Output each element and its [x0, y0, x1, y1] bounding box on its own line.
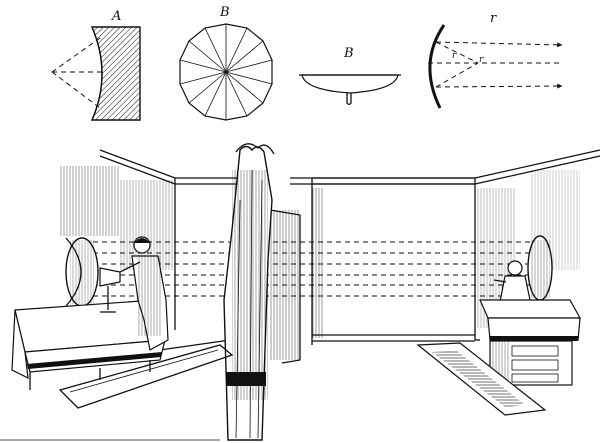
- room-ray-lines: [75, 241, 545, 297]
- diagram-a-ray-bottom: [51, 71, 101, 109]
- curtain-shading: [232, 170, 268, 400]
- right-cabinet-drawer-2: [511, 359, 559, 371]
- left-reflector-shading: [70, 240, 94, 304]
- diagram-b-disc-spokes: [179, 24, 273, 120]
- right-reflector-shading: [530, 240, 550, 298]
- left-table: [11, 299, 166, 390]
- diagram-a-block: [90, 26, 141, 121]
- right-cabinet-drawer-1: [511, 345, 559, 357]
- room-scene: [0, 143, 601, 441]
- diagram-a-concave-face: [91, 26, 103, 121]
- child-figure: [493, 260, 531, 303]
- diagram-r-ray-top: [435, 41, 563, 48]
- right-table-cloth-band: [490, 336, 578, 341]
- diagram-r-ray-bottom: [435, 83, 563, 89]
- diagram-r-focal-line-bottom: [435, 62, 479, 88]
- left-wall-shading-2: [120, 180, 175, 270]
- curtain-band: [226, 372, 266, 386]
- diagram-r-inner-label-1: r: [452, 51, 457, 61]
- diagram-b-dish-stem: [346, 93, 352, 106]
- man-horn: [99, 267, 121, 287]
- diagram-a-label: A: [111, 9, 121, 24]
- back-wall-right-shading: [312, 188, 324, 338]
- left-reflector: [65, 237, 99, 307]
- left-rug-inner: [69, 349, 219, 393]
- curtain-fold-3: [257, 179, 263, 439]
- child-body: [499, 275, 531, 303]
- left-reflector-rim: [65, 237, 82, 307]
- diagram-b-dish: B: [299, 46, 401, 106]
- diagram-b-dish-shape: [301, 74, 399, 94]
- child-head: [507, 260, 523, 276]
- right-table-top: [479, 299, 582, 319]
- diagram-b-label: B: [343, 46, 354, 61]
- curtain-top-rod: [235, 143, 275, 155]
- diagram-r-focal-line-top: [435, 41, 479, 64]
- left-table-cloth-band: [27, 352, 162, 369]
- left-wall-shading: [60, 166, 120, 236]
- diagram-a: A: [51, 9, 141, 121]
- man-body-shading: [138, 256, 162, 336]
- left-rug: [58, 344, 234, 409]
- man-figure: [99, 236, 169, 351]
- diagram-r-mirror: [428, 24, 446, 109]
- right-reflector: [527, 235, 553, 301]
- diagram-r-label: r: [490, 11, 497, 26]
- diagram-b-top-label: B: [219, 5, 230, 20]
- left-table-cloth-front: [11, 309, 29, 380]
- curtain: [223, 143, 275, 441]
- man-hair: [134, 238, 150, 243]
- right-cabinet-drawer-3: [511, 373, 559, 383]
- diagram-r-inner-label-2: r: [479, 55, 484, 65]
- curtain-fold-1: [235, 199, 241, 439]
- right-rug-pattern: [432, 351, 525, 407]
- curtain-fold-2: [249, 169, 253, 439]
- child-arm: [493, 279, 507, 283]
- diagram-r: r r r: [428, 11, 563, 109]
- left-wall-baseboard: [159, 339, 231, 351]
- diagram-b-disc: B: [179, 5, 273, 121]
- diagram-a-ray-top: [51, 37, 101, 73]
